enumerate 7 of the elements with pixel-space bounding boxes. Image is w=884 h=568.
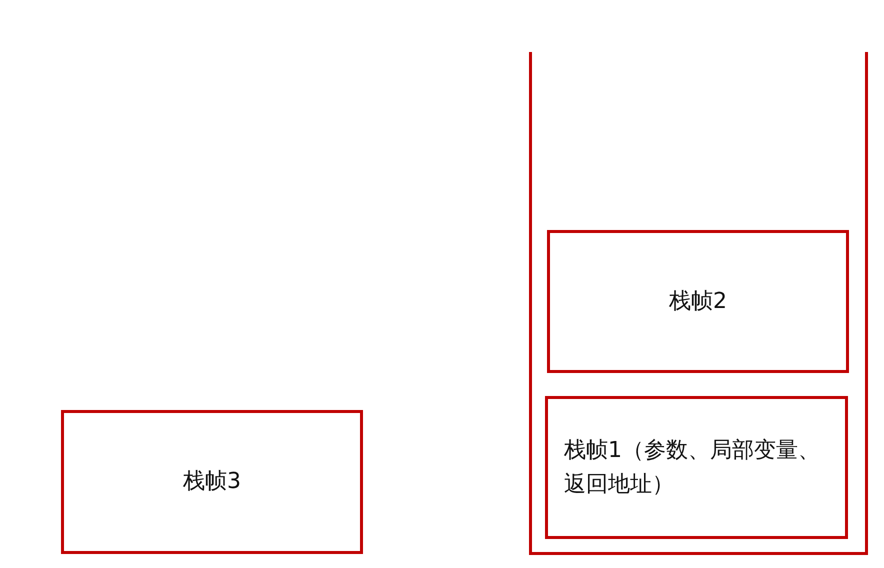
frame-label: 栈帧3 <box>183 468 241 496</box>
stack-frame-box <box>547 230 849 373</box>
stack-frame-box <box>61 410 363 554</box>
stack-container <box>529 52 868 555</box>
frame-label: 栈帧1（参数、局部变量、返回地址） <box>564 436 821 498</box>
frame-label: 栈帧2 <box>669 288 727 316</box>
stack-frame-box <box>545 396 848 539</box>
